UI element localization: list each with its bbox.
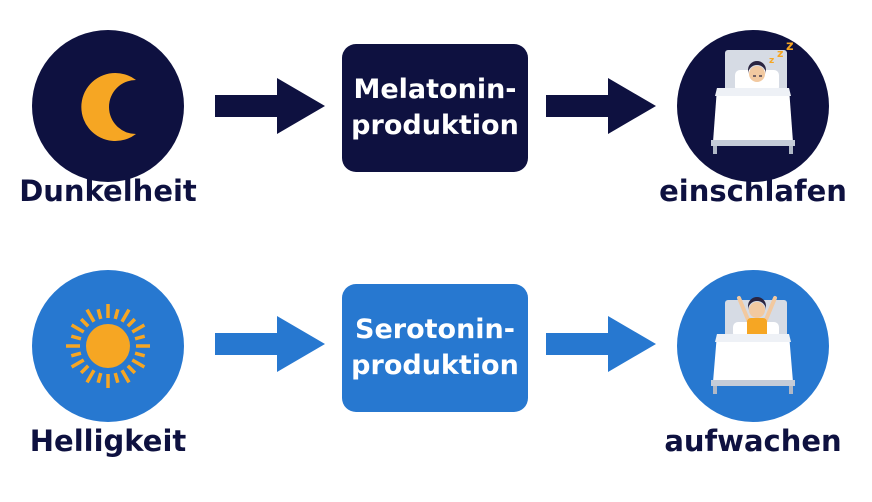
process-box-serotonin: Serotonin- produktion [342,284,528,412]
svg-text:z: z [769,56,774,66]
sun-ray [85,308,96,323]
darkness-circle [32,30,184,182]
sun-ray [113,372,120,384]
sun-ray [120,369,131,384]
sun-ray [70,334,82,341]
sun-ray [70,323,85,334]
sun-ray [113,308,120,320]
arrow-brightness-to-serotonin [215,316,325,372]
sun-ray [96,308,103,320]
arrow-darkness-to-melatonin [215,78,325,134]
wake-circle [677,270,829,422]
sun-ray [131,323,146,334]
sun-ray [79,364,90,375]
arrow-serotonin-to-wake [546,316,656,372]
sun-ray [120,308,131,323]
sun-ray [134,334,146,341]
source-label-darkness: Dunkelheit [19,174,197,208]
sleeping-in-bed-icon: z z z [711,39,795,154]
sun-icon [66,304,150,388]
svg-text:z: z [777,47,783,60]
sun-ray [70,351,82,358]
result-label-wake: aufwachen [664,424,842,458]
sun-ray [134,351,146,358]
sun-ray [96,372,103,384]
waking-up-in-bed-icon [711,296,795,394]
sun-ray [79,317,90,328]
sun-ray [126,317,137,328]
result-label-sleep: einschlafen [659,174,847,208]
brightness-circle [32,270,184,422]
process-box-melatonin: Melatonin- produktion [342,44,528,172]
sleep-circle: z z z [677,30,829,182]
sun-ray [131,358,146,369]
moon-icon [81,73,136,141]
sun-ray [85,369,96,384]
source-label-brightness: Helligkeit [29,424,187,458]
arrow-melatonin-to-sleep [546,78,656,134]
sun-ray [126,364,137,375]
sun-ray [70,358,85,369]
svg-text:z: z [786,39,794,54]
